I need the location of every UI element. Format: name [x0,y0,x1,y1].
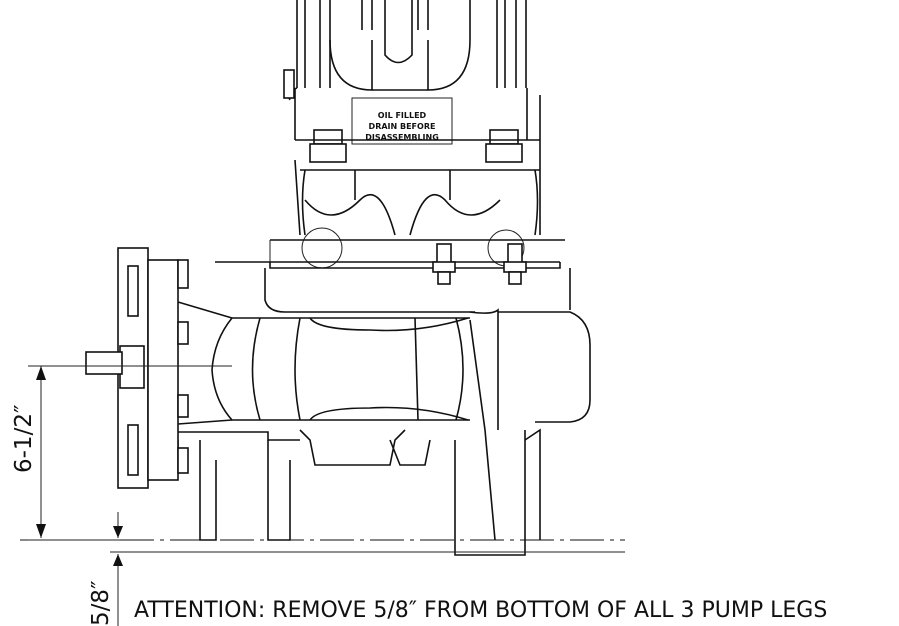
motor-housing [283,0,541,235]
pump-volute [177,268,591,430]
flange-bolts [269,240,527,285]
motor-lower-body [215,139,565,269]
label-line-3: DISASSEMBLING [365,133,439,142]
label-line-1: OIL FILLED [378,111,427,120]
drain-plugs [309,129,523,163]
attention-note: ATTENTION: REMOVE 5/8″ FROM BOTTOM OF AL… [134,598,827,623]
label-plate: OIL FILLED DRAIN BEFORE DISASSEMBLING [365,111,439,142]
dimension-lines [20,365,625,626]
label-line-2: DRAIN BEFORE [369,122,436,131]
dimension-lower: 5/8″ [88,580,114,626]
pump-legs [177,319,541,556]
dimension-upper: 6-1/2″ [11,404,37,473]
discharge-flange [85,247,189,489]
